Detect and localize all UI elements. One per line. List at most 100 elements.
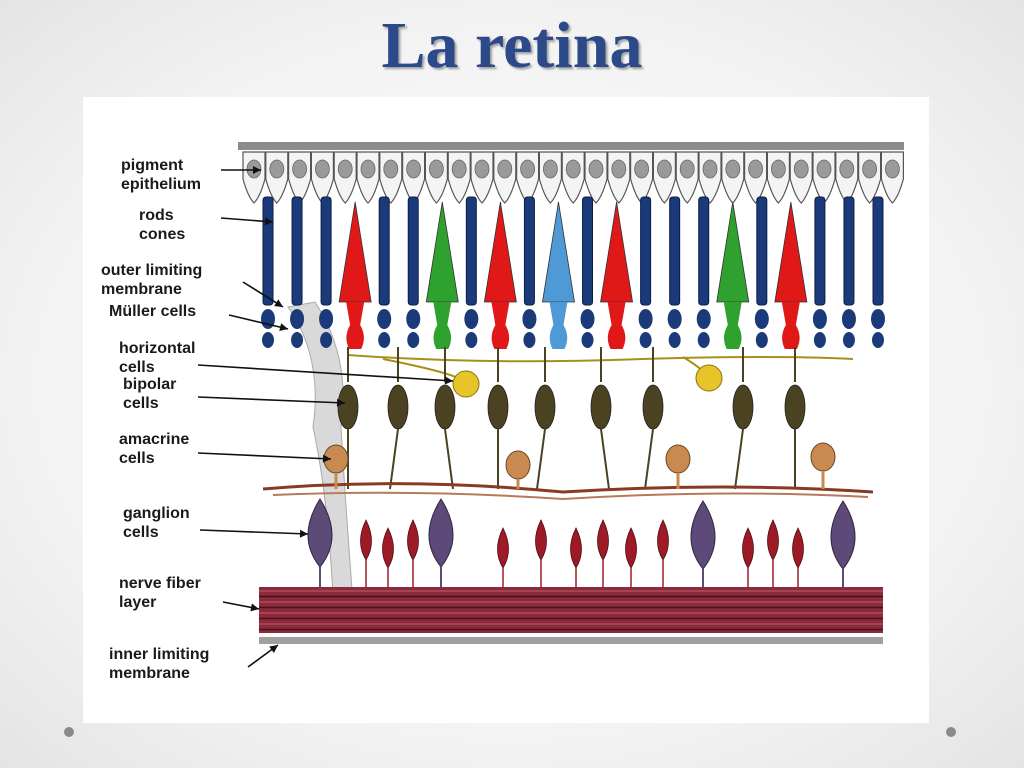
label-arrowhead bbox=[299, 529, 308, 538]
rod-terminal bbox=[755, 332, 768, 348]
label-0: epithelium bbox=[121, 176, 201, 193]
ganglion-cell bbox=[382, 527, 394, 569]
bipolar-cell bbox=[590, 384, 612, 430]
rod-outer-segment bbox=[843, 196, 855, 306]
red-cone-inner-segment bbox=[346, 302, 365, 349]
pigment-nucleus bbox=[337, 159, 353, 179]
label-arrows bbox=[197, 166, 454, 668]
red-cone-outer-segment bbox=[483, 201, 517, 303]
bipolar-cell bbox=[487, 384, 509, 430]
pigment-nucleus bbox=[565, 159, 581, 179]
pigment-nucleus bbox=[611, 159, 627, 179]
label-5: bipolar bbox=[123, 376, 176, 393]
rod-terminal bbox=[262, 332, 274, 348]
pigment-nucleus bbox=[634, 159, 649, 179]
pigment-nucleus bbox=[748, 159, 763, 179]
amacrine-cell bbox=[810, 442, 836, 472]
rod-nucleus bbox=[406, 309, 421, 329]
red-cone-inner-segment bbox=[491, 302, 510, 349]
bipolar-cell bbox=[337, 384, 359, 430]
rod-terminal bbox=[697, 332, 710, 348]
label-0: pigment bbox=[121, 157, 184, 174]
rod-terminal bbox=[465, 332, 478, 348]
label-arrow bbox=[199, 529, 309, 535]
retina-structure bbox=[238, 142, 904, 644]
pigment-nucleus bbox=[657, 159, 672, 179]
amacrine-cell bbox=[665, 444, 691, 474]
rod-outer-segment bbox=[640, 196, 652, 306]
green-cone-inner-segment bbox=[723, 302, 742, 349]
label-arrowhead bbox=[336, 398, 345, 407]
rod-nucleus bbox=[377, 309, 392, 329]
top-membrane bbox=[238, 142, 904, 150]
pigment-nucleus bbox=[862, 159, 877, 179]
rod-nucleus bbox=[319, 309, 334, 329]
ganglion-cell bbox=[428, 498, 454, 568]
ganglion-cell bbox=[570, 527, 582, 569]
rod-terminal bbox=[523, 332, 536, 348]
ganglion-cell bbox=[657, 519, 669, 561]
label-4: cells bbox=[119, 359, 155, 376]
bipolar-axon bbox=[389, 428, 399, 490]
pigment-nucleus bbox=[474, 159, 490, 179]
green-cone-outer-segment bbox=[425, 201, 459, 303]
pigment-nucleus bbox=[428, 159, 444, 179]
horizontal-cell bbox=[452, 370, 480, 398]
label-arrow bbox=[228, 314, 289, 330]
ganglion-cell bbox=[497, 527, 509, 569]
ganglion-cell bbox=[792, 527, 804, 569]
inner-plexiform-process bbox=[262, 482, 874, 494]
ganglion-cell bbox=[830, 500, 856, 570]
pigment-nucleus bbox=[383, 159, 399, 179]
rod-terminal bbox=[291, 332, 304, 348]
label-arrowhead bbox=[444, 376, 453, 385]
label-5: cells bbox=[123, 395, 159, 412]
label-4: horizontal bbox=[119, 340, 195, 357]
label-arrow bbox=[197, 452, 332, 460]
pigment-nucleus bbox=[451, 159, 467, 179]
rod-outer-segment bbox=[262, 196, 274, 306]
label-arrow bbox=[197, 396, 346, 404]
pigment-nucleus bbox=[520, 159, 536, 179]
rod-outer-segment bbox=[465, 196, 477, 306]
inner-plexiform-process bbox=[272, 491, 869, 501]
red-cone-outer-segment bbox=[600, 201, 634, 303]
rod-nucleus bbox=[812, 309, 827, 329]
green-cone-outer-segment bbox=[716, 201, 750, 303]
pigment-nucleus bbox=[725, 159, 741, 179]
horizontal-cell bbox=[695, 364, 723, 392]
label-7: ganglion bbox=[123, 505, 190, 522]
label-arrowhead bbox=[269, 645, 278, 653]
label-1: rods bbox=[139, 207, 174, 224]
bipolar-axon bbox=[600, 428, 610, 490]
rod-outer-segment bbox=[320, 196, 332, 306]
red-cone-outer-segment bbox=[774, 201, 808, 303]
ganglion-cell bbox=[742, 527, 754, 569]
rod-terminal bbox=[668, 332, 681, 348]
slide-corner-dot-right bbox=[946, 727, 956, 737]
pigment-nucleus bbox=[885, 159, 900, 179]
rod-outer-segment bbox=[756, 196, 768, 306]
rod-terminal bbox=[813, 332, 826, 348]
pigment-nucleus bbox=[269, 159, 285, 179]
pigment-nucleus bbox=[816, 159, 832, 179]
rod-outer-segment bbox=[523, 196, 535, 306]
rod-nucleus bbox=[464, 309, 479, 329]
bipolar-cell bbox=[534, 384, 556, 430]
rod-nucleus bbox=[580, 309, 595, 329]
label-arrowhead bbox=[253, 166, 261, 174]
blue-cone-outer-segment bbox=[542, 201, 575, 303]
bipolar-cell bbox=[434, 384, 456, 430]
label-1: cones bbox=[139, 226, 185, 243]
ganglion-cell bbox=[535, 519, 547, 561]
rod-terminal bbox=[320, 332, 333, 348]
pigment-nucleus bbox=[292, 159, 308, 179]
pigment-nucleus bbox=[679, 159, 695, 179]
rod-terminal bbox=[378, 332, 391, 348]
bipolar-cell bbox=[732, 384, 754, 430]
label-arrowhead bbox=[250, 603, 259, 612]
ganglion-cell bbox=[625, 527, 637, 569]
pigment-nucleus bbox=[497, 159, 513, 179]
